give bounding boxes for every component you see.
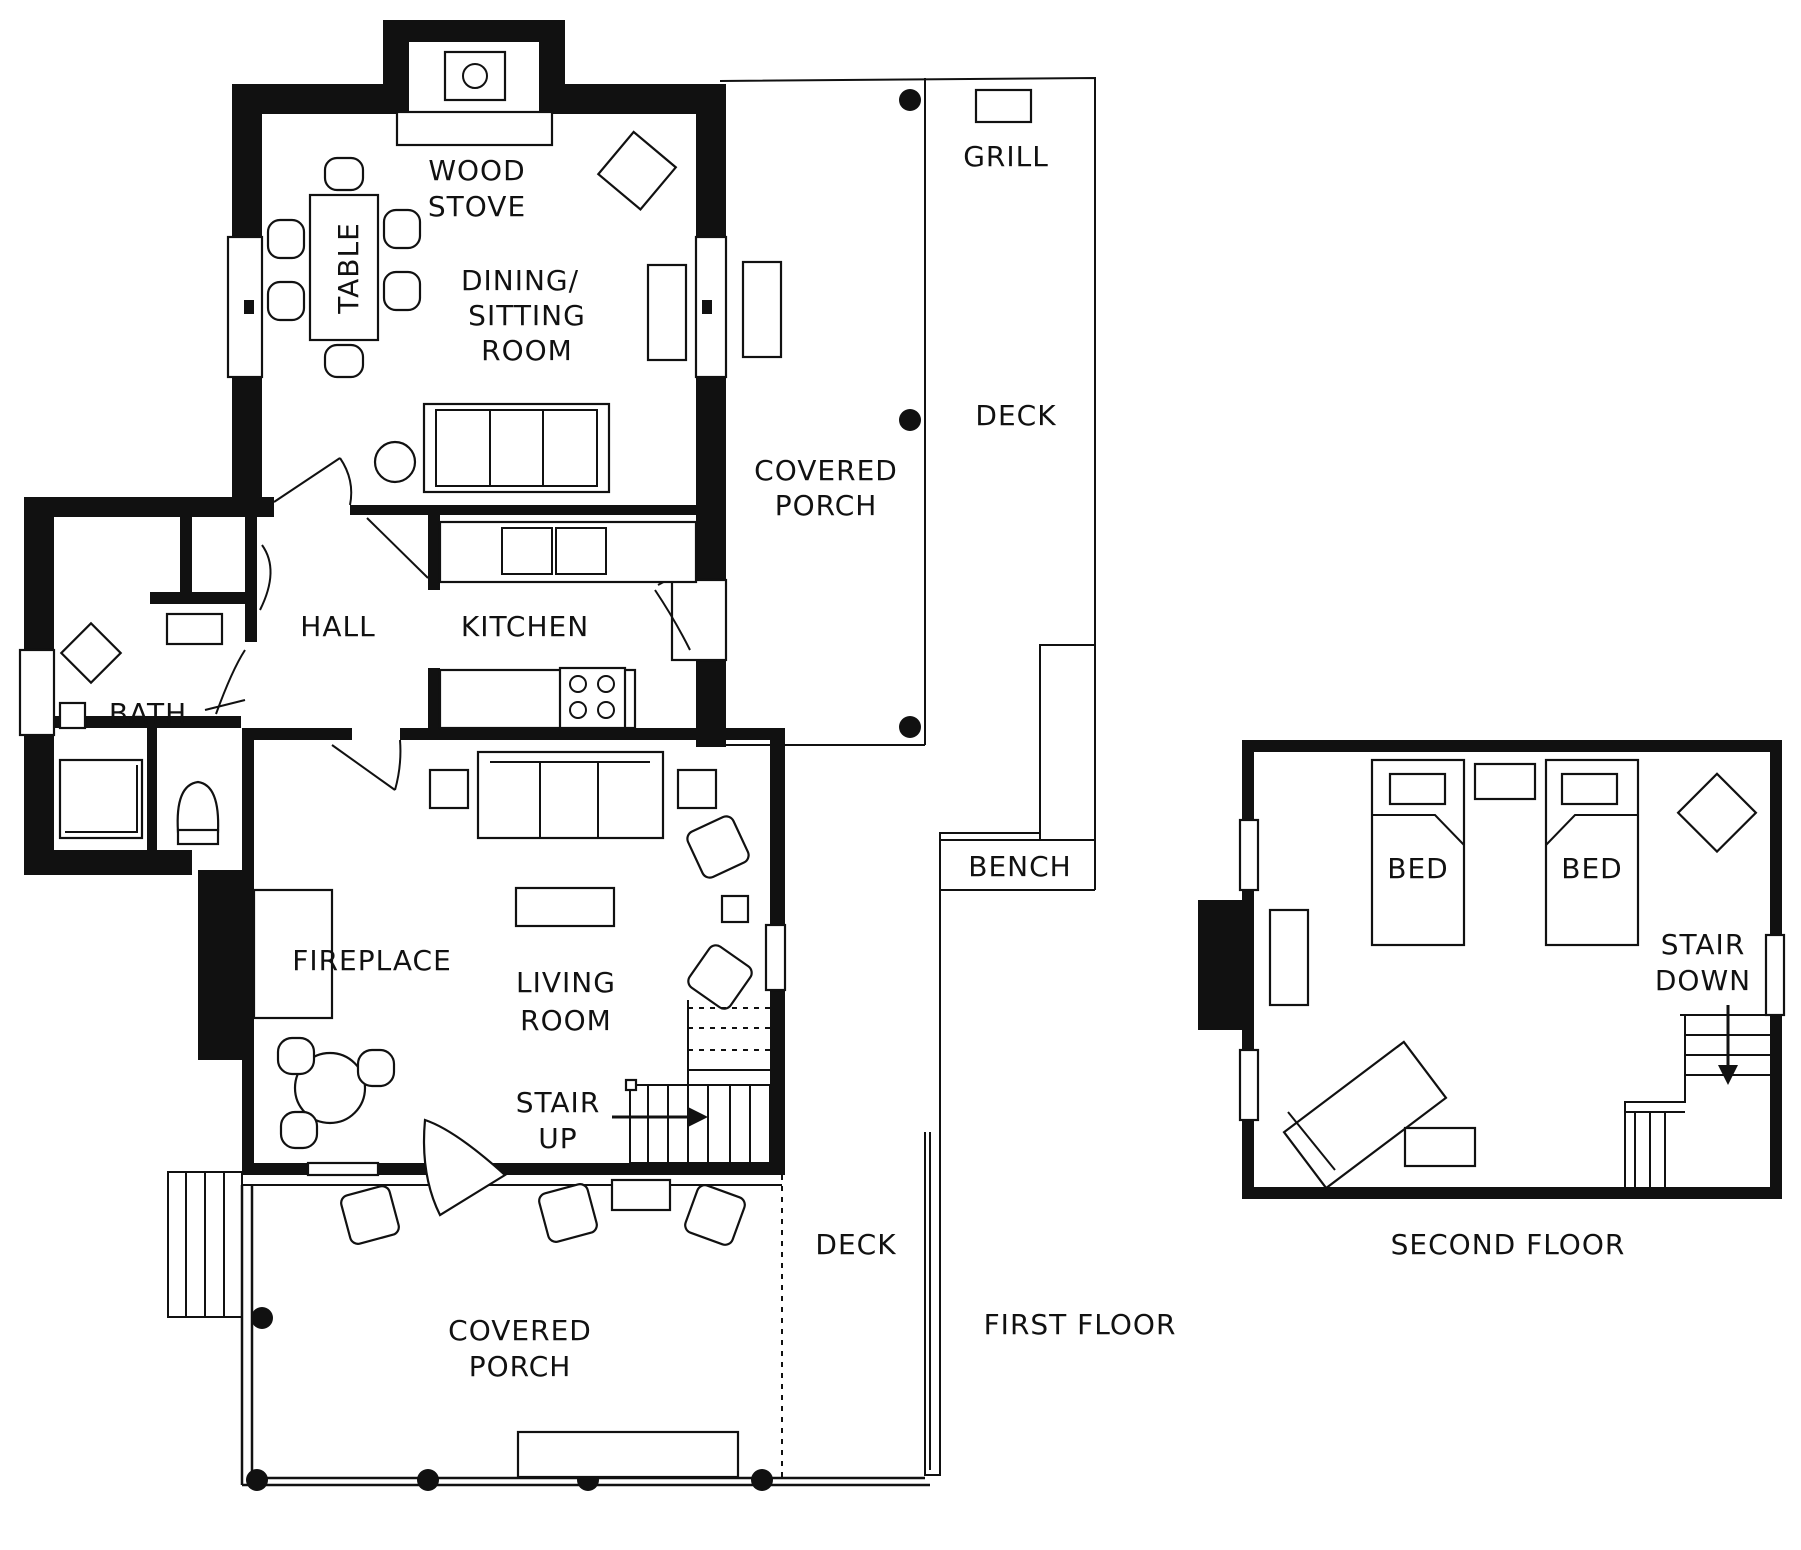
label-covered-porch-south-1: COVERED bbox=[448, 1314, 592, 1347]
lamp-table bbox=[720, 894, 750, 924]
bench-upstairs bbox=[1403, 1126, 1477, 1168]
label-dining-2: SITTING bbox=[468, 299, 586, 332]
label-wood-stove-2: STOVE bbox=[428, 190, 526, 223]
living-sofa bbox=[476, 750, 665, 840]
first-floor-walls bbox=[24, 20, 785, 1175]
porch-bench-upper bbox=[741, 260, 783, 359]
label-covered-porch-east-2: PORCH bbox=[775, 489, 878, 522]
label-stair-up-1: STAIR bbox=[516, 1086, 601, 1119]
armchair-1 bbox=[686, 815, 750, 879]
second-floor-walls bbox=[1198, 740, 1786, 1199]
first-floor-labels: WOOD STOVE TABLE DINING/ SITTING ROOM GR… bbox=[109, 140, 1177, 1383]
label-hall: HALL bbox=[300, 610, 375, 643]
end-table-right bbox=[676, 768, 718, 810]
bed-1 bbox=[1370, 758, 1466, 947]
label-dining-3: ROOM bbox=[481, 334, 573, 367]
label-covered-porch-south-2: PORCH bbox=[469, 1350, 572, 1383]
porch-chairs bbox=[340, 1178, 746, 1246]
nightstand bbox=[1473, 762, 1537, 801]
kitchen-range bbox=[438, 666, 637, 730]
dining-table bbox=[266, 156, 422, 379]
bed-2 bbox=[1544, 758, 1640, 947]
label-fireplace: FIREPLACE bbox=[292, 944, 452, 977]
grill-box bbox=[974, 88, 1033, 124]
daybed bbox=[1282, 1040, 1448, 1190]
label-table: TABLE bbox=[332, 222, 365, 315]
label-dining-1: DINING/ bbox=[461, 264, 579, 297]
dining-sofa bbox=[422, 402, 611, 494]
kitchen-sink bbox=[438, 520, 698, 584]
label-stair-up-2: UP bbox=[538, 1122, 577, 1155]
porch-bench-lower bbox=[516, 1430, 740, 1479]
round-table-set bbox=[276, 1036, 396, 1150]
coffee-table bbox=[514, 886, 616, 928]
corner-chair bbox=[1676, 772, 1758, 854]
label-deck-upper: DECK bbox=[975, 399, 1056, 432]
label-living-2: ROOM bbox=[520, 1004, 612, 1037]
label-stair-down-1: STAIR bbox=[1661, 928, 1746, 961]
wood-stove bbox=[395, 50, 554, 147]
porch-posts bbox=[246, 89, 921, 1491]
bath-fixtures bbox=[58, 612, 224, 846]
label-wood-stove-1: WOOD bbox=[428, 154, 525, 187]
deck-outline bbox=[719, 76, 1096, 1476]
doors bbox=[204, 457, 696, 791]
label-bench: BENCH bbox=[968, 850, 1071, 883]
label-deck-lower: DECK bbox=[815, 1228, 896, 1261]
label-living-1: LIVING bbox=[516, 966, 616, 999]
end-table-left bbox=[428, 768, 470, 810]
console-table bbox=[646, 263, 688, 362]
label-kitchen: KITCHEN bbox=[461, 610, 589, 643]
title-first-floor: FIRST FLOOR bbox=[984, 1308, 1177, 1341]
label-stair-down-2: DOWN bbox=[1655, 964, 1751, 997]
stove-chair bbox=[596, 130, 678, 211]
windows bbox=[18, 235, 787, 1177]
second-floor-labels: BED BED STAIR DOWN SECOND FLOOR bbox=[1387, 852, 1751, 1261]
label-covered-porch-east-1: COVERED bbox=[754, 454, 898, 487]
front-door bbox=[422, 1118, 507, 1217]
stair-up bbox=[612, 1000, 771, 1164]
stair-down bbox=[1624, 1005, 1770, 1187]
label-bed-2: BED bbox=[1561, 852, 1622, 885]
label-grill: GRILL bbox=[963, 140, 1049, 173]
fireplace bbox=[252, 888, 334, 1020]
side-table-round bbox=[373, 440, 417, 484]
entry-steps bbox=[167, 1171, 243, 1318]
dresser bbox=[1268, 908, 1310, 1007]
armchair-2 bbox=[687, 944, 753, 1010]
label-bed-1: BED bbox=[1387, 852, 1448, 885]
title-second-floor: SECOND FLOOR bbox=[1391, 1228, 1626, 1261]
label-bath: BATH bbox=[109, 697, 187, 730]
